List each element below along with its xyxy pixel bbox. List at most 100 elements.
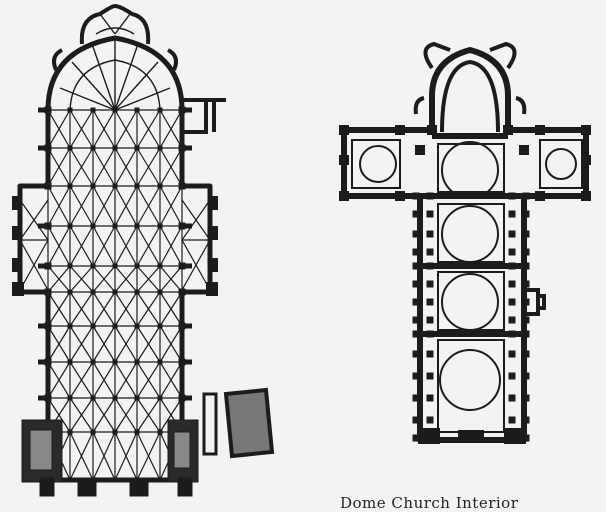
pier [339, 191, 349, 201]
pier [112, 395, 118, 401]
buttress [184, 183, 192, 189]
figure-caption: Dome Church Interior [340, 494, 519, 512]
pier [426, 330, 434, 338]
pier [503, 125, 513, 135]
pier [426, 298, 434, 306]
pier [112, 223, 118, 229]
pier [522, 350, 530, 358]
pier [157, 223, 163, 229]
buttress [184, 395, 192, 401]
pier [67, 477, 73, 483]
pier [112, 429, 118, 435]
pier [581, 191, 591, 201]
pier [44, 106, 52, 114]
pier [112, 359, 118, 365]
pier [90, 107, 96, 113]
nave-dome-3 [439, 349, 501, 411]
pier [395, 191, 405, 201]
nave-dome-2 [441, 273, 499, 331]
pier [44, 182, 52, 190]
bay-frames [351, 139, 583, 433]
buttress [38, 359, 46, 365]
domes [359, 141, 577, 411]
pier [178, 262, 186, 270]
pier [508, 416, 516, 424]
pier [67, 183, 73, 189]
pier [157, 395, 163, 401]
pier [90, 429, 96, 435]
pier [90, 183, 96, 189]
vaulting-grid [47, 109, 183, 481]
pier [412, 280, 420, 288]
pier [134, 145, 140, 151]
pier [134, 289, 140, 295]
pier [134, 359, 140, 365]
buttress [38, 289, 46, 295]
pier [395, 125, 405, 135]
buttress [38, 263, 46, 269]
pier [522, 316, 530, 324]
pier [508, 262, 516, 270]
pier [178, 182, 186, 190]
crossing-dome [441, 141, 499, 199]
buttress [184, 107, 192, 113]
pier [178, 144, 186, 152]
pier [90, 289, 96, 295]
pier [134, 263, 140, 269]
pier [67, 223, 73, 229]
pier [522, 280, 530, 288]
domed-church-plan [339, 41, 591, 444]
south-transept-dome [545, 148, 577, 180]
pier [44, 322, 52, 330]
pier [412, 230, 420, 238]
buttress [184, 145, 192, 151]
pier [508, 394, 516, 402]
pier [522, 230, 530, 238]
pier [426, 230, 434, 238]
apse-chapels [52, 3, 178, 71]
buttress [184, 223, 192, 229]
pier [426, 372, 434, 380]
pier [178, 222, 186, 230]
pier [112, 107, 118, 113]
pier [112, 477, 118, 483]
pier [112, 289, 118, 295]
pier [178, 358, 186, 366]
buttress [184, 263, 192, 269]
buttress [38, 323, 46, 329]
pier [508, 372, 516, 380]
buttress [38, 145, 46, 151]
pier [415, 145, 425, 155]
pier [522, 330, 530, 338]
buttress [184, 323, 192, 329]
church-piers [339, 125, 591, 442]
apse-lobes [413, 41, 527, 133]
side-chapel [202, 387, 275, 459]
pier [44, 222, 52, 230]
pier [67, 359, 73, 365]
pier [90, 395, 96, 401]
pier [412, 192, 420, 200]
pier [67, 429, 73, 435]
pier [67, 263, 73, 269]
pier [522, 192, 530, 200]
pier [508, 298, 516, 306]
pier [134, 323, 140, 329]
buttress [184, 359, 192, 365]
pier [522, 394, 530, 402]
pier [426, 350, 434, 358]
pier [412, 248, 420, 256]
pier [412, 416, 420, 424]
buttress [38, 223, 46, 229]
pier [522, 298, 530, 306]
pier [67, 289, 73, 295]
pier [535, 125, 545, 135]
pier [112, 183, 118, 189]
gothic-cathedral-plan [12, 3, 275, 497]
pier [157, 429, 163, 435]
pier [90, 359, 96, 365]
pier [90, 263, 96, 269]
pier [44, 288, 52, 296]
bay-dividers [420, 133, 524, 337]
